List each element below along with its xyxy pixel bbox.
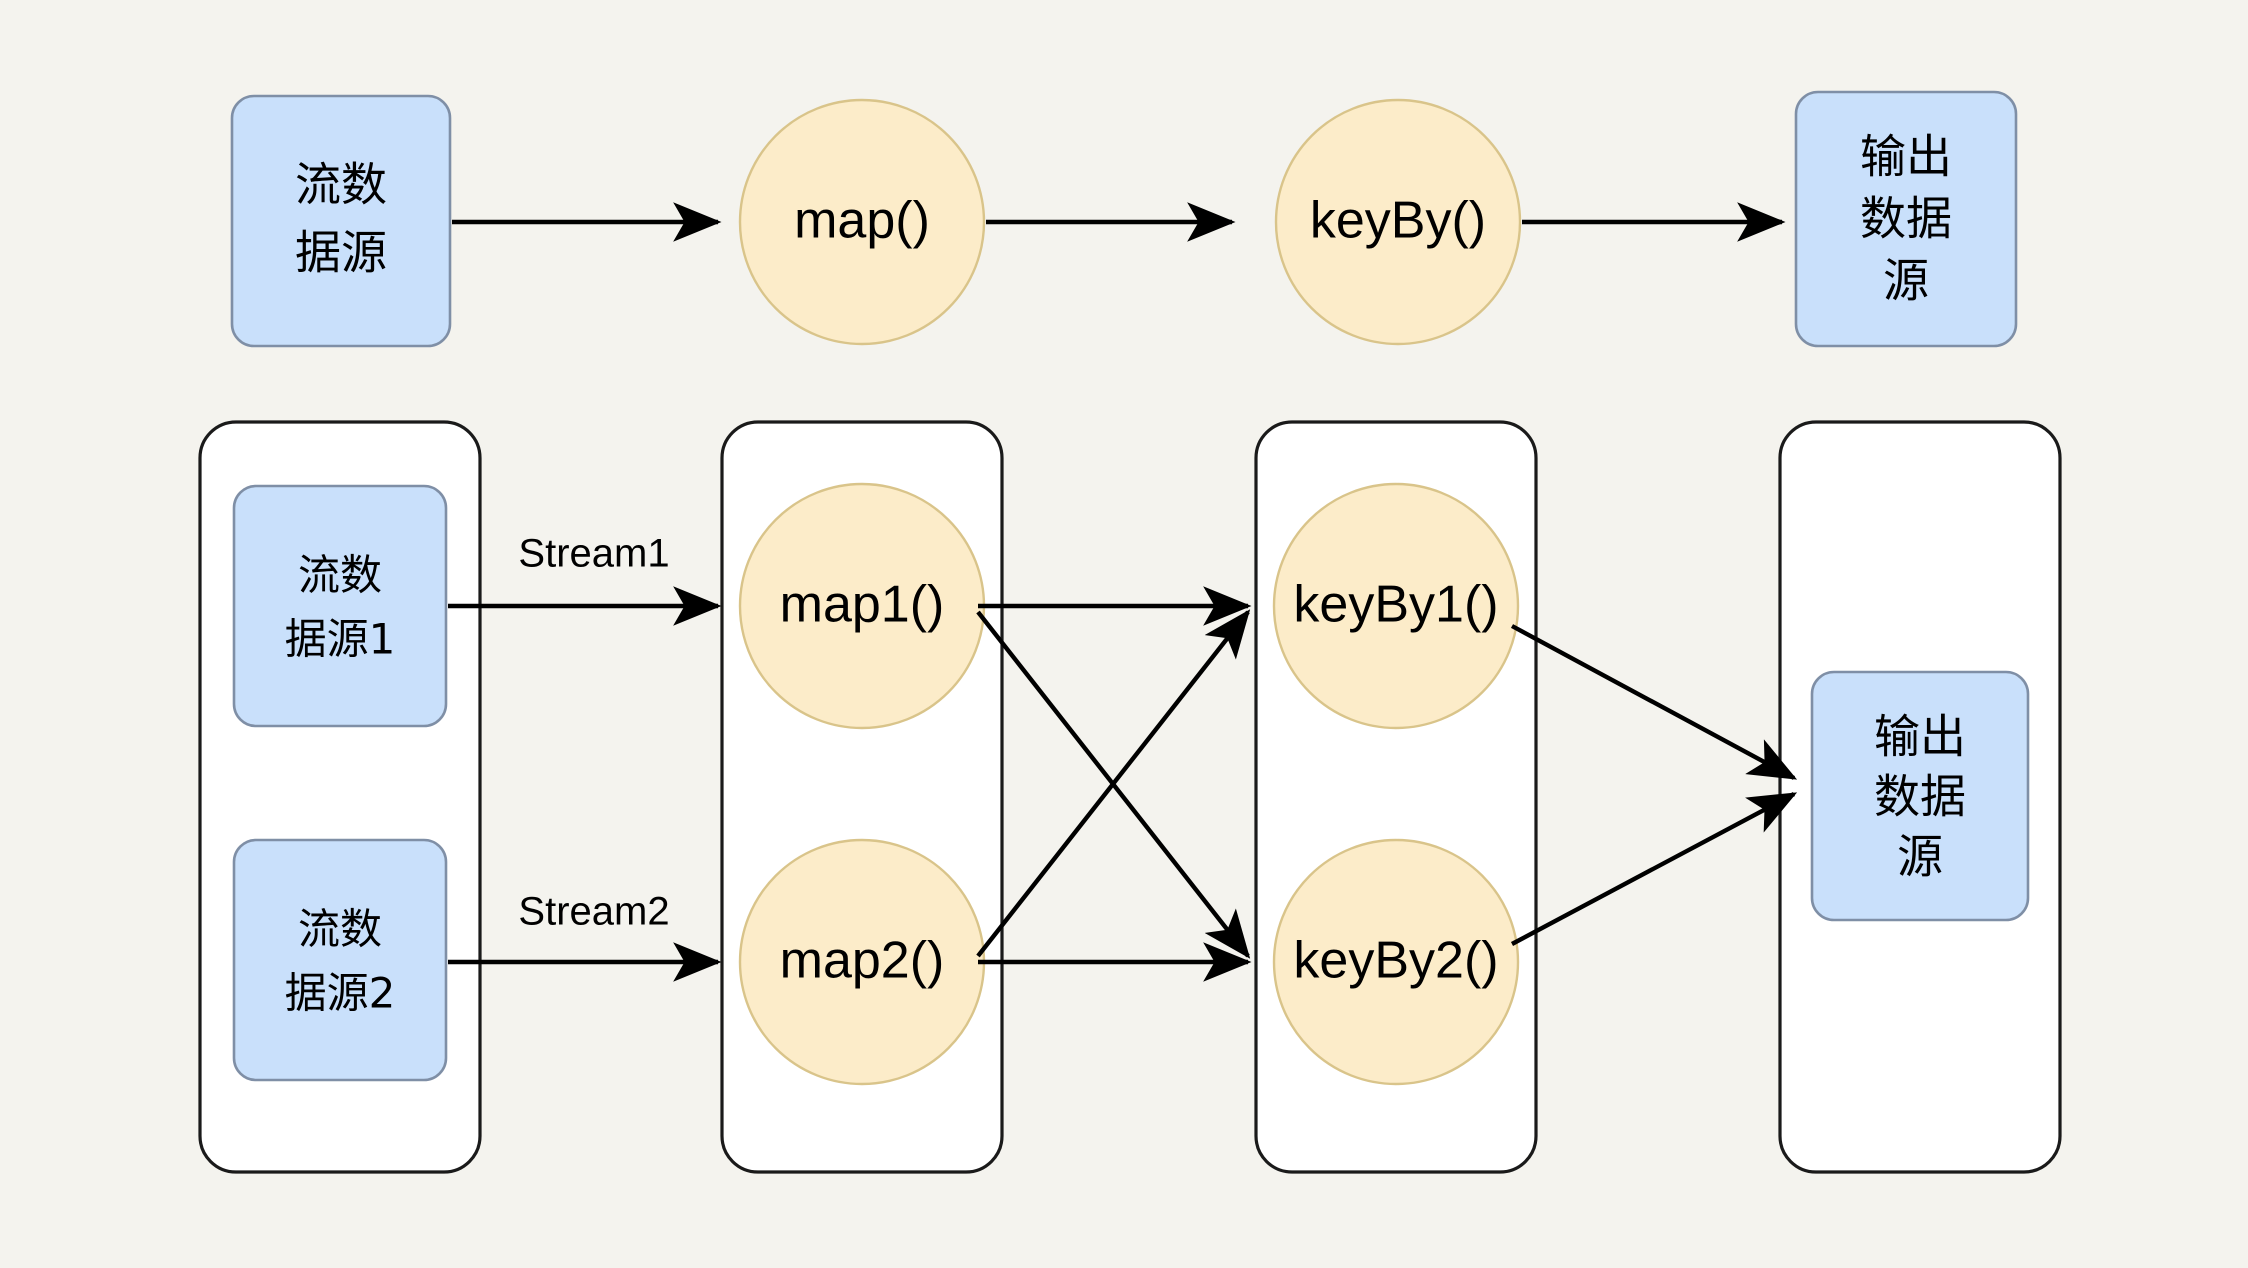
keyby2-circle[interactable] [1272,838,1520,1086]
top-keyby-circle[interactable] [1274,98,1522,346]
sink-box[interactable] [1810,670,2030,922]
top-source-label-line1: 流数 [295,158,387,212]
source1-box[interactable] [232,484,448,728]
top-row-group: 流数 据源 map() keyBy() 输出 数据 源 [230,90,2018,348]
top-sink-label-line1: 输出 [1860,130,1952,184]
edge-label-stream1: Stream1 [518,532,669,576]
top-map-label: map() [794,192,930,250]
edge-label-stream2: Stream2 [518,890,669,934]
sink-label-line1: 输出 [1874,710,1966,764]
source2-label-line1: 流数 [298,905,382,954]
map2-label: map2() [780,932,945,990]
keyby2-label: keyBy2() [1293,932,1498,990]
edge-keyby1-to-sink [1510,624,1798,780]
map1-label: map1() [780,576,945,634]
sink-label-line2: 数据 [1874,770,1966,824]
source2-label-line2: 据源2 [285,969,396,1018]
top-source-label-line2: 据源 [295,226,387,280]
keyby1-circle[interactable] [1272,482,1520,730]
edge-map2-to-keyby1 [976,609,1251,958]
top-source-box[interactable] [230,94,452,348]
source1-label-line2: 据源1 [285,615,396,664]
keyby1-label: keyBy1() [1293,576,1498,634]
sink-label-line3: 源 [1897,830,1943,884]
top-sink-box[interactable] [1794,90,2018,348]
source1-label-line1: 流数 [298,551,382,600]
bottom-row-group: 流数 据源1 流数 据源2 Stream1 Stream2 map1() map… [198,420,2062,1174]
top-map-circle[interactable] [738,98,986,346]
source2-box[interactable] [232,838,448,1082]
top-sink-label-line2: 数据 [1860,192,1952,246]
top-sink-label-line3: 源 [1883,254,1929,308]
edge-keyby2-to-sink [1510,792,1798,946]
top-keyby-label: keyBy() [1310,192,1486,250]
